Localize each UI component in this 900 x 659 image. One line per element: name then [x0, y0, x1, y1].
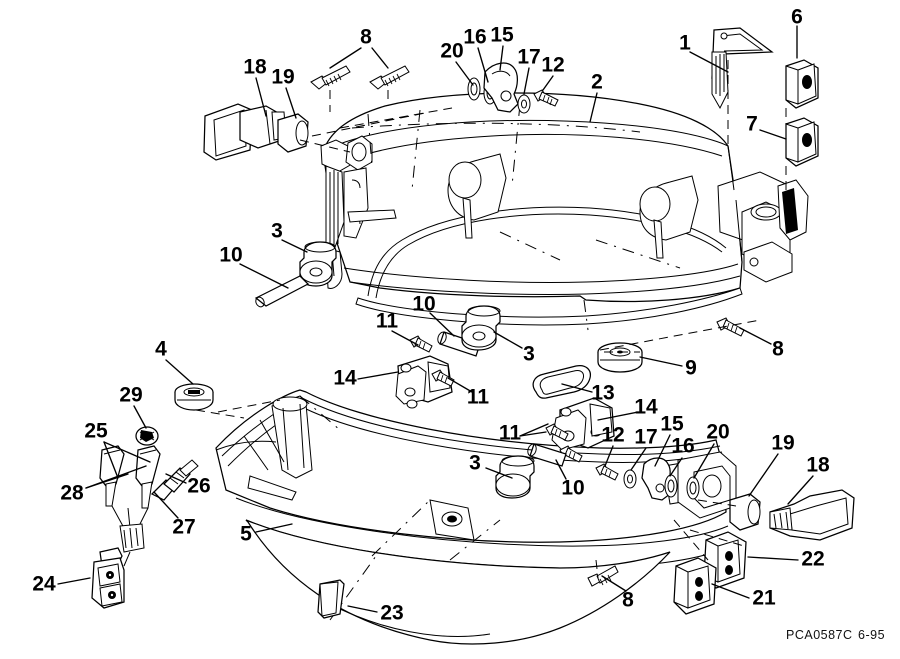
part-24-connector-block [91, 547, 125, 609]
callout-8-d: 8 [622, 589, 634, 612]
callout-22: 22 [801, 548, 824, 571]
callout-13: 13 [591, 382, 614, 405]
callout-1: 1 [679, 32, 691, 55]
callout-20-b: 20 [706, 421, 729, 444]
callout-16-a: 16 [463, 26, 486, 49]
callout-7: 7 [746, 113, 758, 136]
callout-29: 29 [119, 384, 142, 407]
part-10-dowel-pin-left [254, 275, 310, 308]
part-8-screw-bottom [587, 565, 619, 587]
callout-3-a: 3 [271, 220, 283, 243]
footer-date: 6-95 [858, 628, 885, 642]
callout-5: 5 [240, 523, 252, 546]
part-15-latch-lever-upper [483, 62, 519, 113]
callout-21: 21 [752, 587, 776, 610]
callout-16-b: 16 [671, 435, 694, 458]
callout-10-a: 10 [219, 244, 242, 267]
callout-4: 4 [155, 338, 167, 361]
part-9-rubber-mount [597, 342, 643, 373]
footer-code: PCA0587C [786, 628, 853, 642]
part-8-screw-b [369, 65, 410, 90]
part-29-clip-retainer [135, 426, 159, 446]
part-8-screw-right [716, 317, 745, 337]
part-4-grommet-plug [174, 383, 214, 411]
callout-26: 26 [187, 475, 210, 498]
part-16-oring-lower [664, 474, 678, 498]
callout-numbers: 1 6 7 8 18 19 20 16 15 17 12 2 3 10 10 3… [32, 6, 830, 625]
callout-14-a: 14 [333, 367, 357, 390]
callout-17-b: 17 [634, 426, 657, 449]
part-18-handle-grip-upper [203, 103, 287, 161]
callout-19-a: 19 [271, 66, 294, 89]
callout-3-c: 3 [469, 452, 481, 475]
callout-19-b: 19 [771, 432, 794, 455]
part-12-screw-upper [533, 89, 559, 107]
callout-25: 25 [84, 420, 108, 443]
callout-8-c: 8 [772, 338, 784, 361]
upper-cowl-mount-bosses [447, 153, 699, 259]
callout-15-a: 15 [490, 24, 514, 47]
callout-28: 28 [60, 482, 84, 505]
part-12-screw-lower [595, 463, 619, 481]
wire-bundle [111, 505, 149, 567]
callout-15-b: 15 [660, 413, 684, 436]
part-17-washer-upper [517, 94, 531, 114]
callout-3-b: 3 [523, 343, 535, 366]
upper-engine-cowl-group [320, 92, 809, 331]
callout-8-a: 8 [360, 26, 372, 49]
lower-cowl-right-mount [677, 451, 737, 519]
part-15-latch-lever-lower [641, 457, 671, 501]
assembly-axis-lines [195, 60, 787, 579]
part-17-washer-lower [623, 469, 637, 489]
part-20-washer-upper [467, 77, 481, 101]
part-6-seal-block [785, 59, 819, 109]
callout-24: 24 [32, 573, 56, 596]
callout-14-b: 14 [634, 396, 658, 419]
part-3-grommet-lower [495, 455, 535, 499]
callout-9: 9 [685, 357, 697, 380]
part-11-screw-mid-b [431, 369, 455, 387]
part-11-screw-right-a [545, 423, 569, 441]
leader-lines [57, 25, 814, 613]
part-26-bullet-connector [150, 459, 199, 501]
callout-10-c: 10 [561, 477, 584, 500]
part-3-grommet-left [299, 241, 337, 287]
part-7-seal-block [785, 117, 819, 167]
callout-11-a: 11 [376, 310, 399, 333]
callout-27: 27 [172, 516, 195, 539]
part-20-washer-lower [686, 476, 700, 500]
callout-6: 6 [791, 6, 803, 29]
callout-2: 2 [591, 71, 603, 94]
callout-11-b: 11 [467, 386, 490, 409]
callout-11-c: 11 [499, 422, 522, 445]
callout-10-b: 10 [412, 293, 435, 316]
part-14-latch-bracket-mid [395, 355, 453, 409]
part-18-handle-grip-lower [769, 489, 855, 541]
callout-20-a: 20 [440, 40, 463, 63]
callout-12-a: 12 [541, 54, 564, 77]
part-25-terminal-boot-b [135, 445, 161, 509]
part-8-screw-a [310, 65, 351, 90]
callout-18-a: 18 [243, 56, 267, 79]
callout-23: 23 [380, 602, 403, 625]
part-13-oval-gasket [532, 364, 592, 399]
callout-17-a: 17 [517, 46, 540, 69]
part-19-bushing-upper [277, 113, 309, 153]
part-23-bumper-pad [317, 579, 345, 619]
callout-18-b: 18 [806, 454, 830, 477]
part-19-bushing-lower [729, 493, 761, 531]
lower-cowl-latch-pocket [429, 499, 475, 541]
part-11-screw-mid-a [409, 335, 433, 353]
part-3-grommet-mid [461, 305, 501, 351]
part-21-seal-block [673, 557, 717, 615]
callout-12-b: 12 [601, 424, 624, 447]
lower-engine-cowl-group [215, 389, 737, 645]
